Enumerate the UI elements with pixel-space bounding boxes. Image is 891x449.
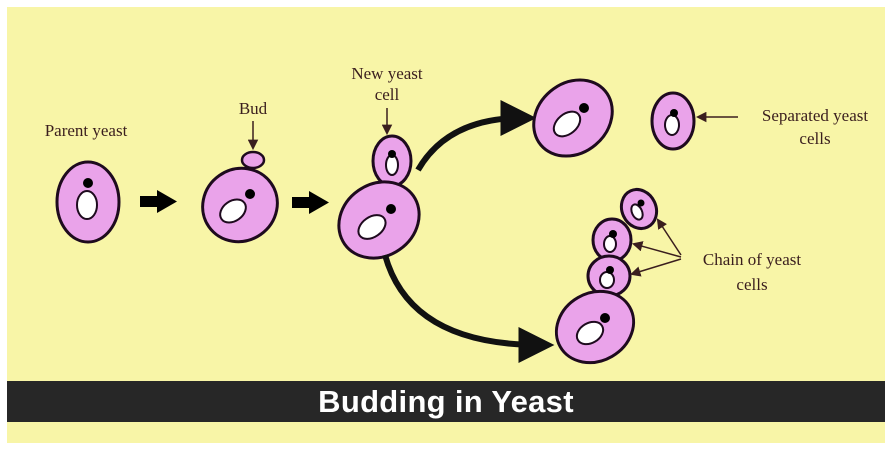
chain-cell-2 bbox=[588, 256, 630, 296]
new-yeast-cell-label-line1: New yeast bbox=[351, 64, 423, 83]
budding-cell bbox=[188, 152, 292, 256]
bud-label: Bud bbox=[239, 99, 268, 118]
chain-label-line1: Chain of yeast bbox=[703, 250, 801, 269]
chain-pointer-mid bbox=[634, 244, 681, 257]
separated-cells-label-line1: Separated yeast bbox=[762, 106, 868, 125]
chain-pointer-low bbox=[632, 259, 681, 274]
new-yeast-cell bbox=[373, 136, 411, 186]
chain-pointer-top bbox=[658, 220, 681, 255]
separated-cell-large bbox=[518, 64, 627, 172]
parent-yeast-cell bbox=[57, 162, 119, 242]
separated-cell-small bbox=[652, 93, 694, 149]
new-yeast-cell-label-line2: cell bbox=[375, 85, 400, 104]
chain-label-line2: cells bbox=[736, 275, 767, 294]
title-bar: Budding in Yeast bbox=[7, 381, 885, 422]
parent-yeast-label: Parent yeast bbox=[45, 121, 128, 140]
chain-cell-1 bbox=[543, 278, 646, 377]
upper-curved-arrow bbox=[418, 118, 522, 170]
step-arrow bbox=[292, 191, 329, 214]
step-arrow bbox=[140, 190, 177, 213]
separated-cells-label-line2: cells bbox=[799, 129, 830, 148]
lower-curved-arrow bbox=[385, 255, 540, 345]
mother-yeast-cell bbox=[324, 166, 434, 273]
page-title: Budding in Yeast bbox=[318, 384, 574, 420]
